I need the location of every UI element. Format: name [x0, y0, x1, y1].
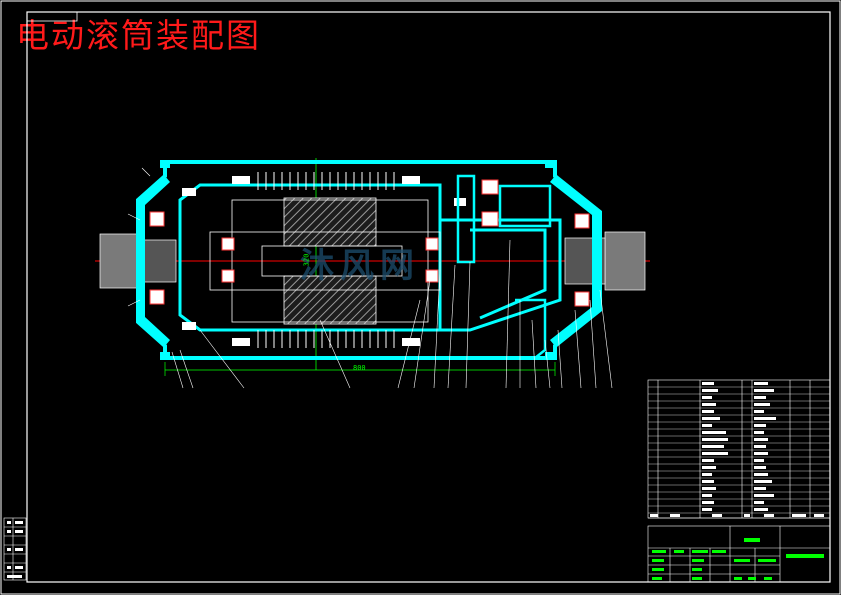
title-block-entries [652, 538, 824, 580]
rotor [209, 199, 441, 323]
gear-unit [456, 174, 552, 359]
binding-strip [3, 517, 27, 581]
title-block [647, 517, 831, 583]
cooling-fins-top [257, 172, 395, 190]
dimension-diameter: 320 [302, 253, 311, 267]
title-text: 电动滚筒装配图 [16, 16, 261, 55]
motor-housing [178, 183, 562, 332]
watermark-text: 沐风网 [300, 246, 420, 286]
leader-lines [127, 167, 613, 389]
stator-winding [283, 197, 377, 325]
dimension-length: 800 [353, 364, 366, 372]
bearings [149, 179, 590, 307]
fasteners [182, 176, 466, 346]
parts-list-entries [650, 382, 824, 517]
right-shaft [564, 231, 646, 291]
end-caps [138, 160, 600, 360]
code-box [26, 11, 78, 22]
parts-list [647, 379, 831, 519]
left-shaft [99, 233, 177, 289]
inner-frame [26, 11, 831, 583]
cooling-fins-bottom [257, 330, 395, 348]
parts-list-rows [648, 386, 830, 514]
